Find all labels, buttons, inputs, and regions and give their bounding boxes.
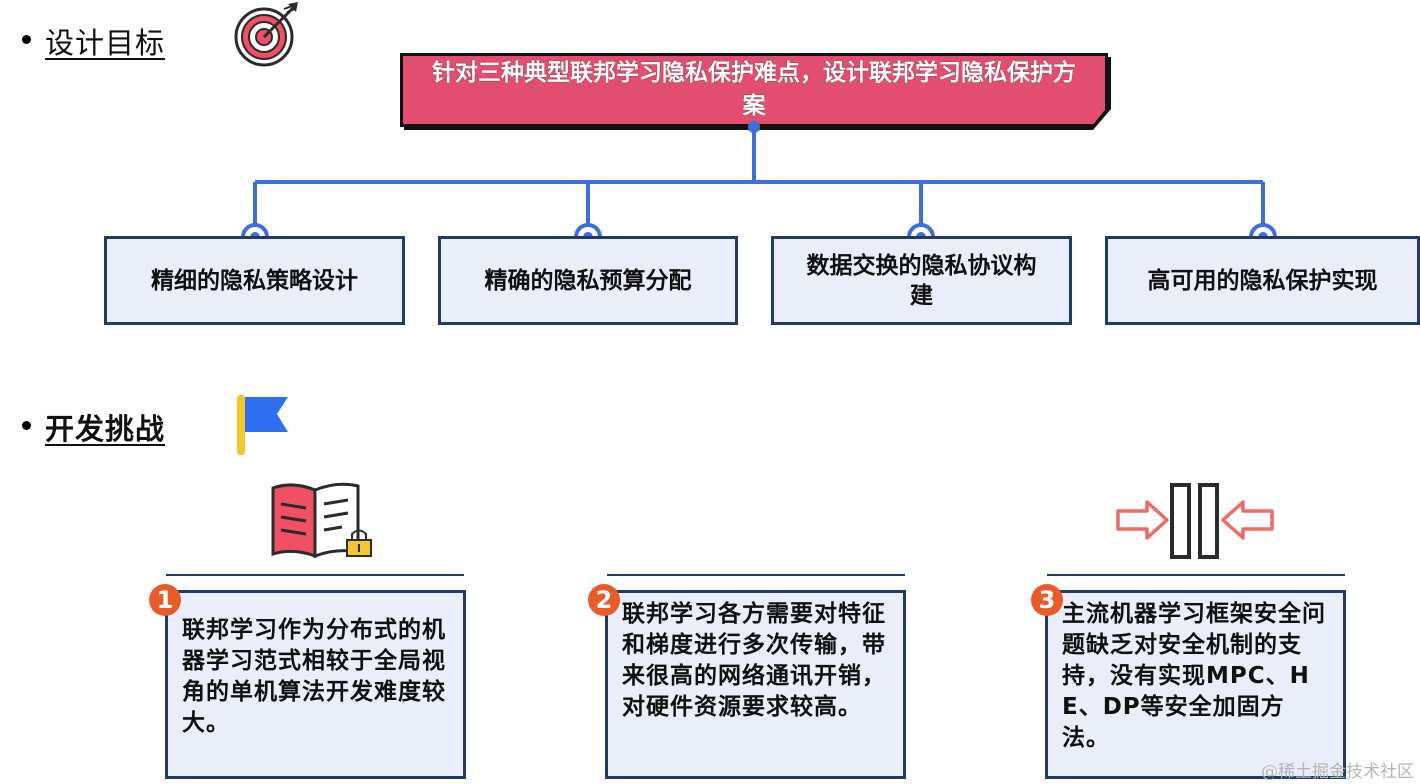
- goal-sub-box-2: 精确的隐私预算分配: [438, 236, 738, 325]
- challenge-text: 联邦学习作为分布式的机器学习范式相较于全局视角的单机算法开发难度较大。: [182, 617, 446, 736]
- target-icon: [234, 2, 298, 67]
- card-top-rule-1: [166, 574, 464, 576]
- locked-book-icon: [271, 482, 372, 559]
- challenge-text: 联邦学习各方需要对特征和梯度进行多次传输，带来很高的网络通讯开销，对硬件资源要求…: [622, 601, 886, 720]
- goal-main-text: 针对三种典型联邦学习隐私保护难点，设计联邦学习隐私保护方案: [432, 60, 1076, 119]
- goal-bullet: [22, 35, 31, 44]
- challenge-heading: 开发挑战: [45, 412, 166, 446]
- challenge-bullet: [22, 421, 31, 430]
- challenge-number-1: 1: [149, 584, 181, 616]
- goal-sub-label: 精确的隐私预算分配: [484, 267, 692, 294]
- card-top-rule-2: [607, 574, 905, 576]
- challenge-card-3: 主流机器学习框架安全问题缺乏对安全机制的支持，没有实现MPC、HE、DP等安全加…: [1045, 590, 1346, 779]
- goal-sub-label: 数据交换的隐私协议构建: [806, 252, 1037, 309]
- goal-sub-box-4: 高可用的隐私保护实现: [1105, 236, 1420, 325]
- card-top-rule-3: [1047, 574, 1345, 576]
- goal-heading: 设计目标: [45, 26, 166, 60]
- goal-main-box: 针对三种典型联邦学习隐私保护难点，设计联邦学习隐私保护方案: [400, 53, 1108, 127]
- goal-sub-box-1: 精细的隐私策略设计: [104, 236, 405, 325]
- challenge-text: 主流机器学习框架安全问题缺乏对安全机制的支持，没有实现MPC、HE、DP等安全加…: [1062, 601, 1326, 751]
- challenge-number-3: 3: [1031, 584, 1063, 616]
- goal-sub-label: 高可用的隐私保护实现: [1147, 267, 1378, 294]
- challenge-card-2: 联邦学习各方需要对特征和梯度进行多次传输，带来很高的网络通讯开销，对硬件资源要求…: [605, 590, 906, 779]
- challenge-card-1: 联邦学习作为分布式的机器学习范式相较于全局视角的单机算法开发难度较大。: [165, 590, 466, 779]
- watermark: @稀土掘金技术社区: [1261, 762, 1414, 782]
- flag-icon: [237, 395, 288, 455]
- goal-connectors: [241, 121, 1277, 251]
- goal-sub-box-3: 数据交换的隐私协议构建: [771, 236, 1072, 325]
- challenge-number-2: 2: [588, 584, 620, 616]
- goal-sub-label: 精细的隐私策略设计: [151, 267, 358, 294]
- compression-arrows-icon: [1116, 483, 1274, 559]
